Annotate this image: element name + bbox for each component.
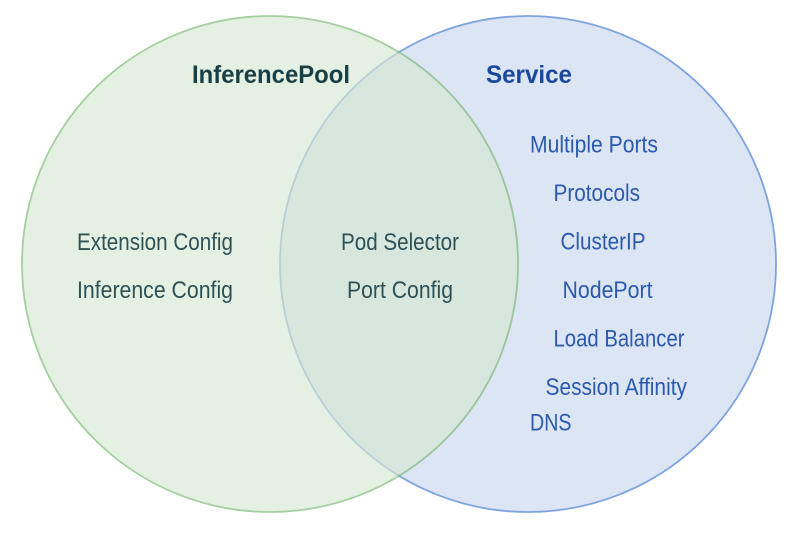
svg-text:ClusterIP: ClusterIP: [561, 229, 646, 256]
svg-text:InferencePool: InferencePool: [192, 61, 350, 89]
svg-text:Multiple Ports: Multiple Ports: [530, 132, 658, 159]
svg-text:Service: Service: [486, 61, 572, 89]
svg-text:Extension Config: Extension Config: [77, 229, 233, 256]
svg-text:Inference Config: Inference Config: [77, 277, 233, 304]
svg-text:Pod Selector: Pod Selector: [341, 229, 459, 256]
svg-text:Session Affinity: Session Affinity: [546, 374, 688, 401]
svg-text:Port Config: Port Config: [347, 277, 453, 304]
svg-text:Load Balancer: Load Balancer: [554, 326, 685, 353]
svg-text:Protocols: Protocols: [554, 180, 641, 207]
svg-text:NodePort: NodePort: [563, 277, 653, 304]
svg-text:DNS: DNS: [530, 410, 572, 437]
